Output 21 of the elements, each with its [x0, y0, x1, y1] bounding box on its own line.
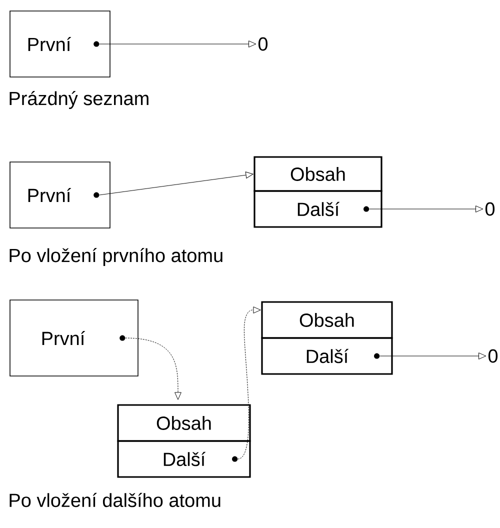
- arrow: [99, 40, 256, 48]
- null-value: 0: [488, 349, 498, 363]
- atom-cell: Další: [117, 440, 251, 478]
- arrow: [369, 206, 484, 212]
- arrow: [380, 352, 486, 360]
- arrow: [125, 338, 182, 400]
- atom-cell: Obsah: [261, 301, 393, 339]
- atom-cell: Obsah: [254, 156, 382, 192]
- null-value: 0: [485, 202, 495, 216]
- arrow: [238, 306, 261, 460]
- caption: Po vložení dalšího atomu: [10, 492, 220, 508]
- pointer-box: První: [10, 162, 110, 228]
- atom-cell: Další: [254, 190, 382, 228]
- pointer-box: První: [10, 300, 138, 376]
- atom-cell: Obsah: [117, 404, 251, 442]
- caption: Po vložení prvního atomu: [10, 248, 222, 266]
- null-value: 0: [258, 37, 268, 51]
- pointer-box: První: [10, 10, 110, 78]
- atom-cell: Další: [261, 337, 393, 375]
- caption: Prázdný seznam: [10, 91, 148, 109]
- arrow: [99, 172, 254, 196]
